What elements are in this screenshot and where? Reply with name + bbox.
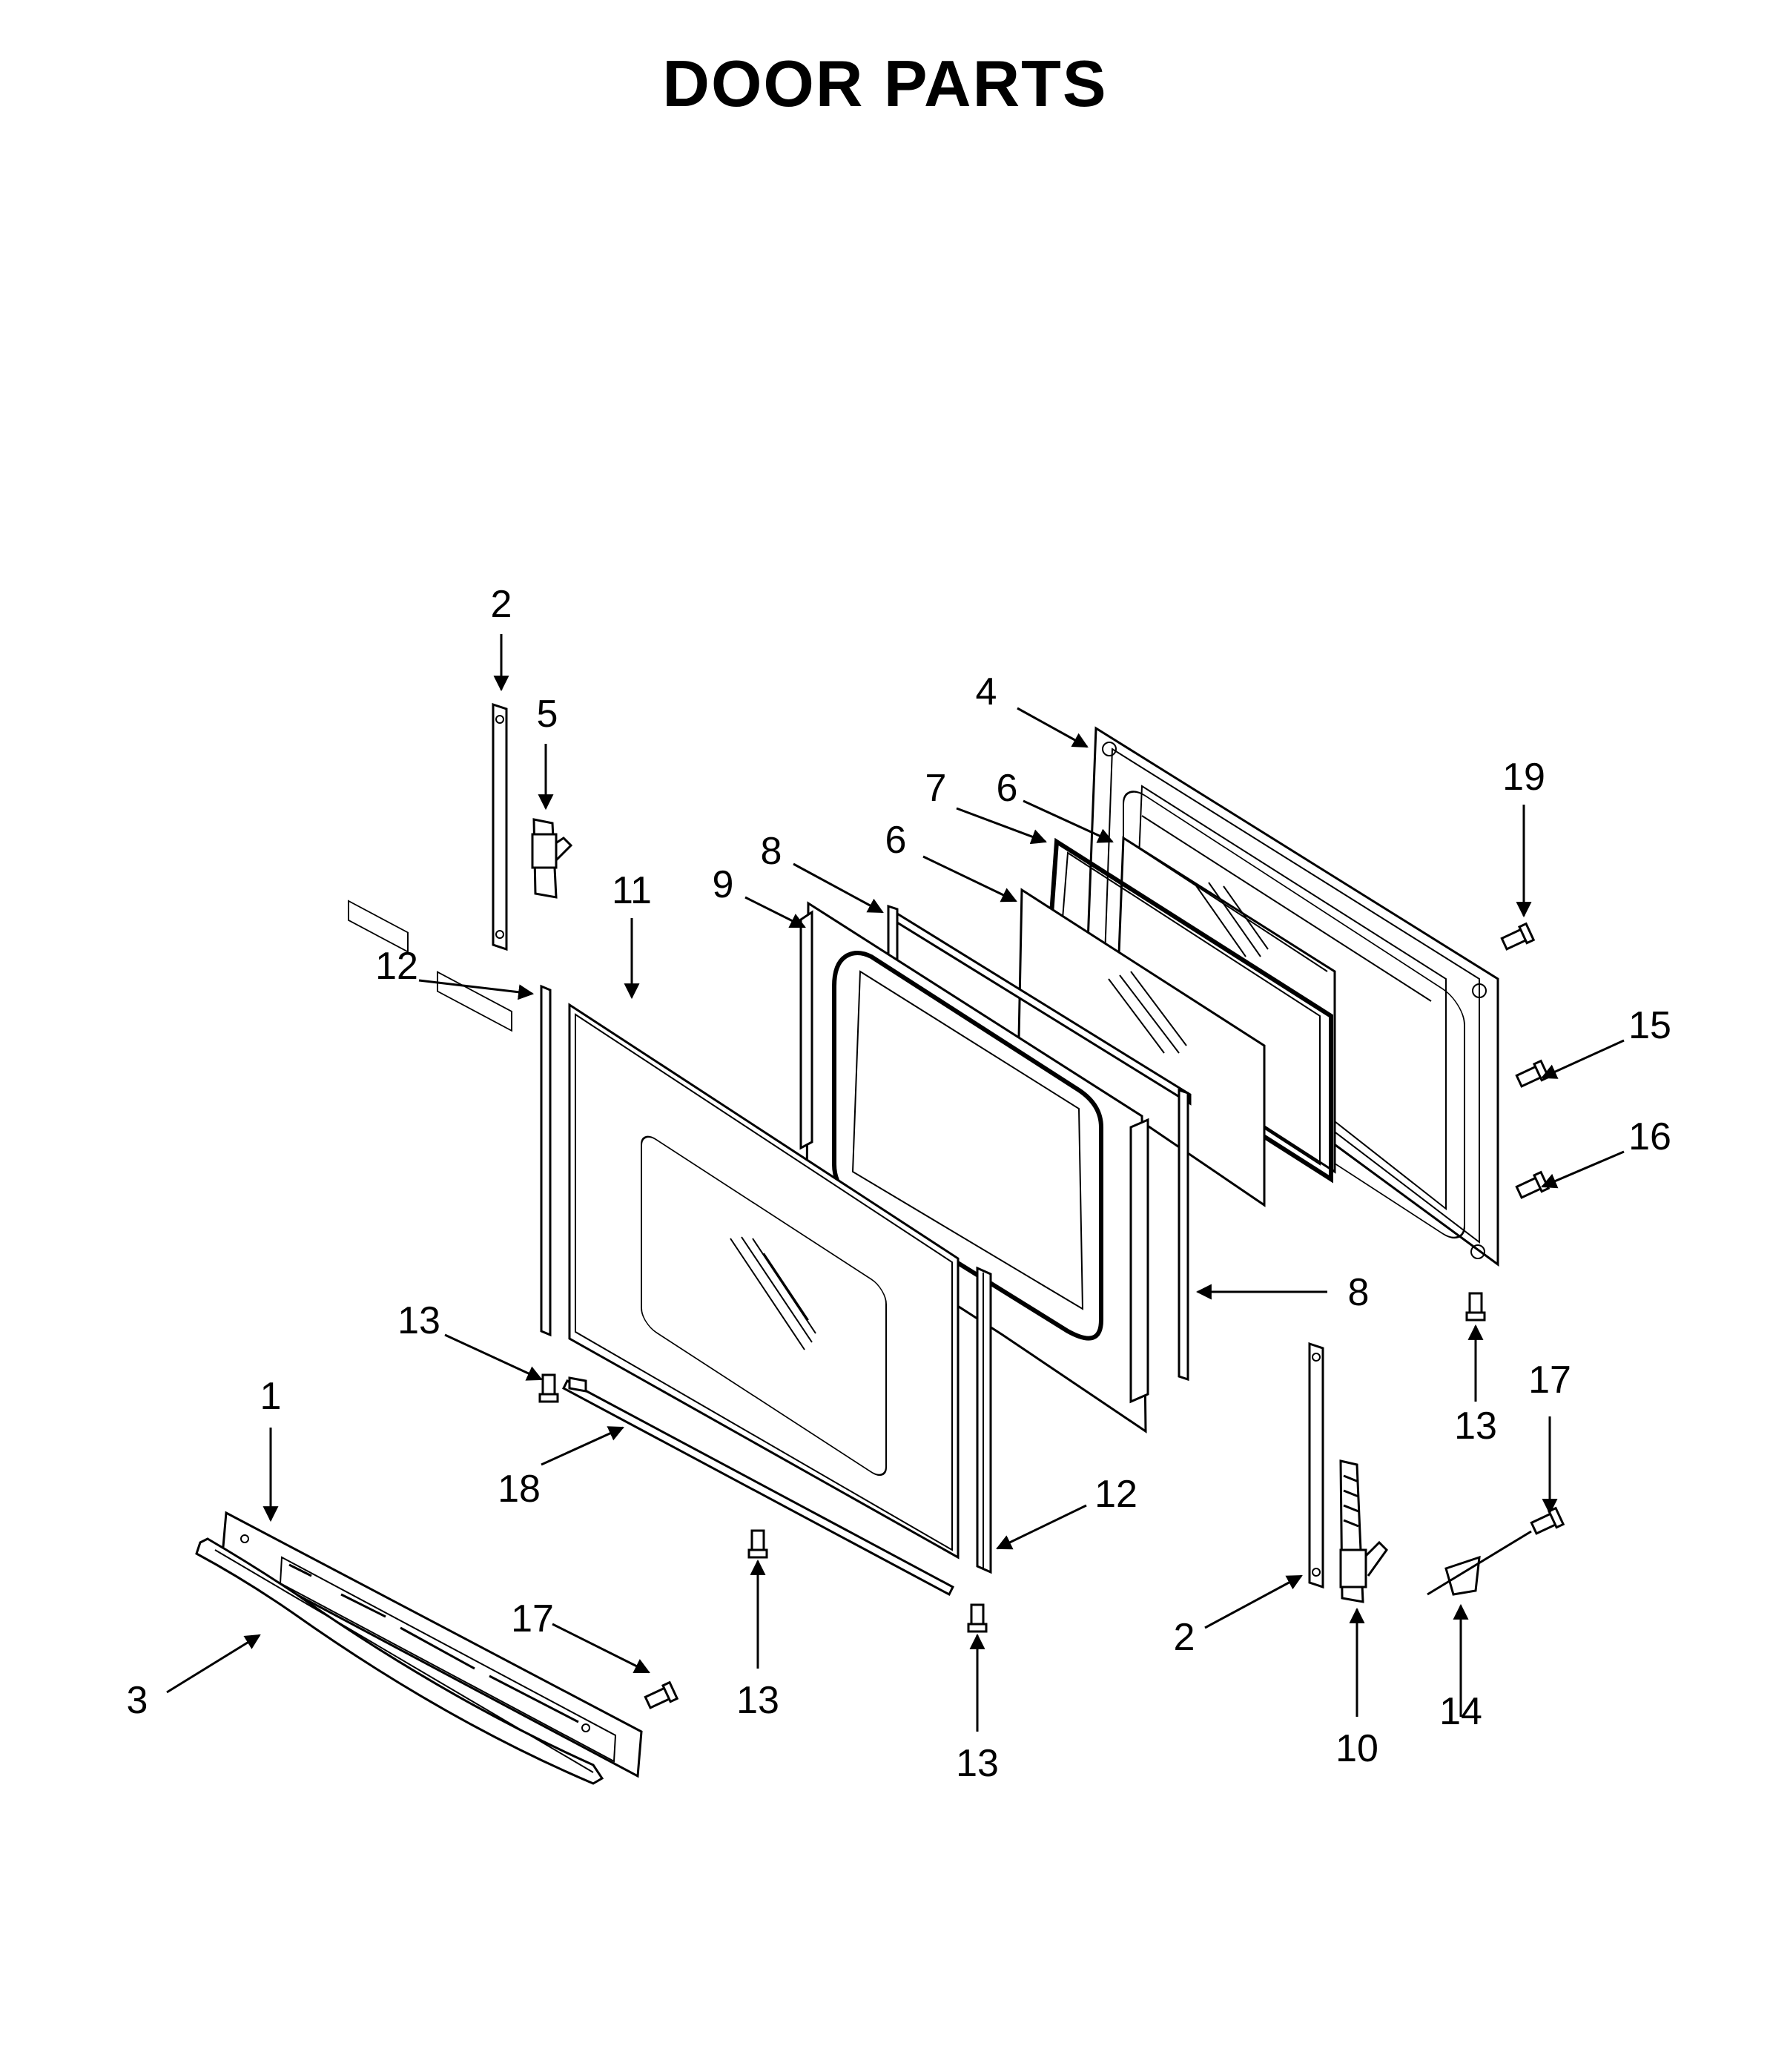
callout-6-front: 6 xyxy=(885,819,907,862)
callout-11: 11 xyxy=(612,869,652,912)
callout-1: 1 xyxy=(260,1375,282,1418)
callout-14: 14 xyxy=(1439,1690,1482,1733)
callout-15: 15 xyxy=(1628,1004,1671,1047)
callout-4: 4 xyxy=(976,670,997,713)
door-handle xyxy=(195,1537,604,1785)
right-hinge xyxy=(1308,1342,1388,1603)
callout-19: 19 xyxy=(1502,756,1545,799)
bottom-trim xyxy=(562,1376,954,1597)
callout-17-left: 17 xyxy=(511,1597,554,1640)
callout-7: 7 xyxy=(925,767,947,810)
callout-5: 5 xyxy=(537,693,558,736)
side-trims xyxy=(540,984,992,1574)
callout-12-right: 12 xyxy=(1094,1473,1137,1516)
screws xyxy=(538,922,1565,1709)
callout-13-lower: 13 xyxy=(956,1742,999,1785)
callout-13-center: 13 xyxy=(736,1679,779,1722)
callout-2-left-hinge: 2 xyxy=(491,583,512,626)
callout-3: 3 xyxy=(127,1679,148,1722)
callout-6-rear: 6 xyxy=(997,767,1018,810)
callout-13-right: 13 xyxy=(1454,1405,1497,1448)
callout-10: 10 xyxy=(1335,1727,1378,1770)
callout-labels: 2 5 4 19 7 6 6 8 9 11 12 15 16 8 13 13 1… xyxy=(127,583,1671,1785)
callout-2-right-hinge: 2 xyxy=(1174,1616,1195,1659)
outer-door-panel xyxy=(568,1003,960,1560)
callout-18: 18 xyxy=(498,1468,541,1511)
rear-window-glass xyxy=(1114,836,1336,1174)
door-liner xyxy=(799,901,1149,1433)
door-trim-panel xyxy=(221,900,643,1778)
left-hinge xyxy=(492,702,573,951)
callout-13-upper-left: 13 xyxy=(397,1299,440,1342)
leader-lines xyxy=(166,634,1625,1732)
page-title: DOOR PARTS xyxy=(662,47,1108,120)
callout-16: 16 xyxy=(1628,1115,1671,1158)
callout-8-top: 8 xyxy=(761,830,782,873)
callout-9: 9 xyxy=(713,863,734,906)
callout-8-right: 8 xyxy=(1348,1271,1370,1314)
callout-12-left: 12 xyxy=(375,945,418,988)
callout-17-right: 17 xyxy=(1528,1359,1571,1402)
latch-bracket xyxy=(1427,1530,1532,1596)
